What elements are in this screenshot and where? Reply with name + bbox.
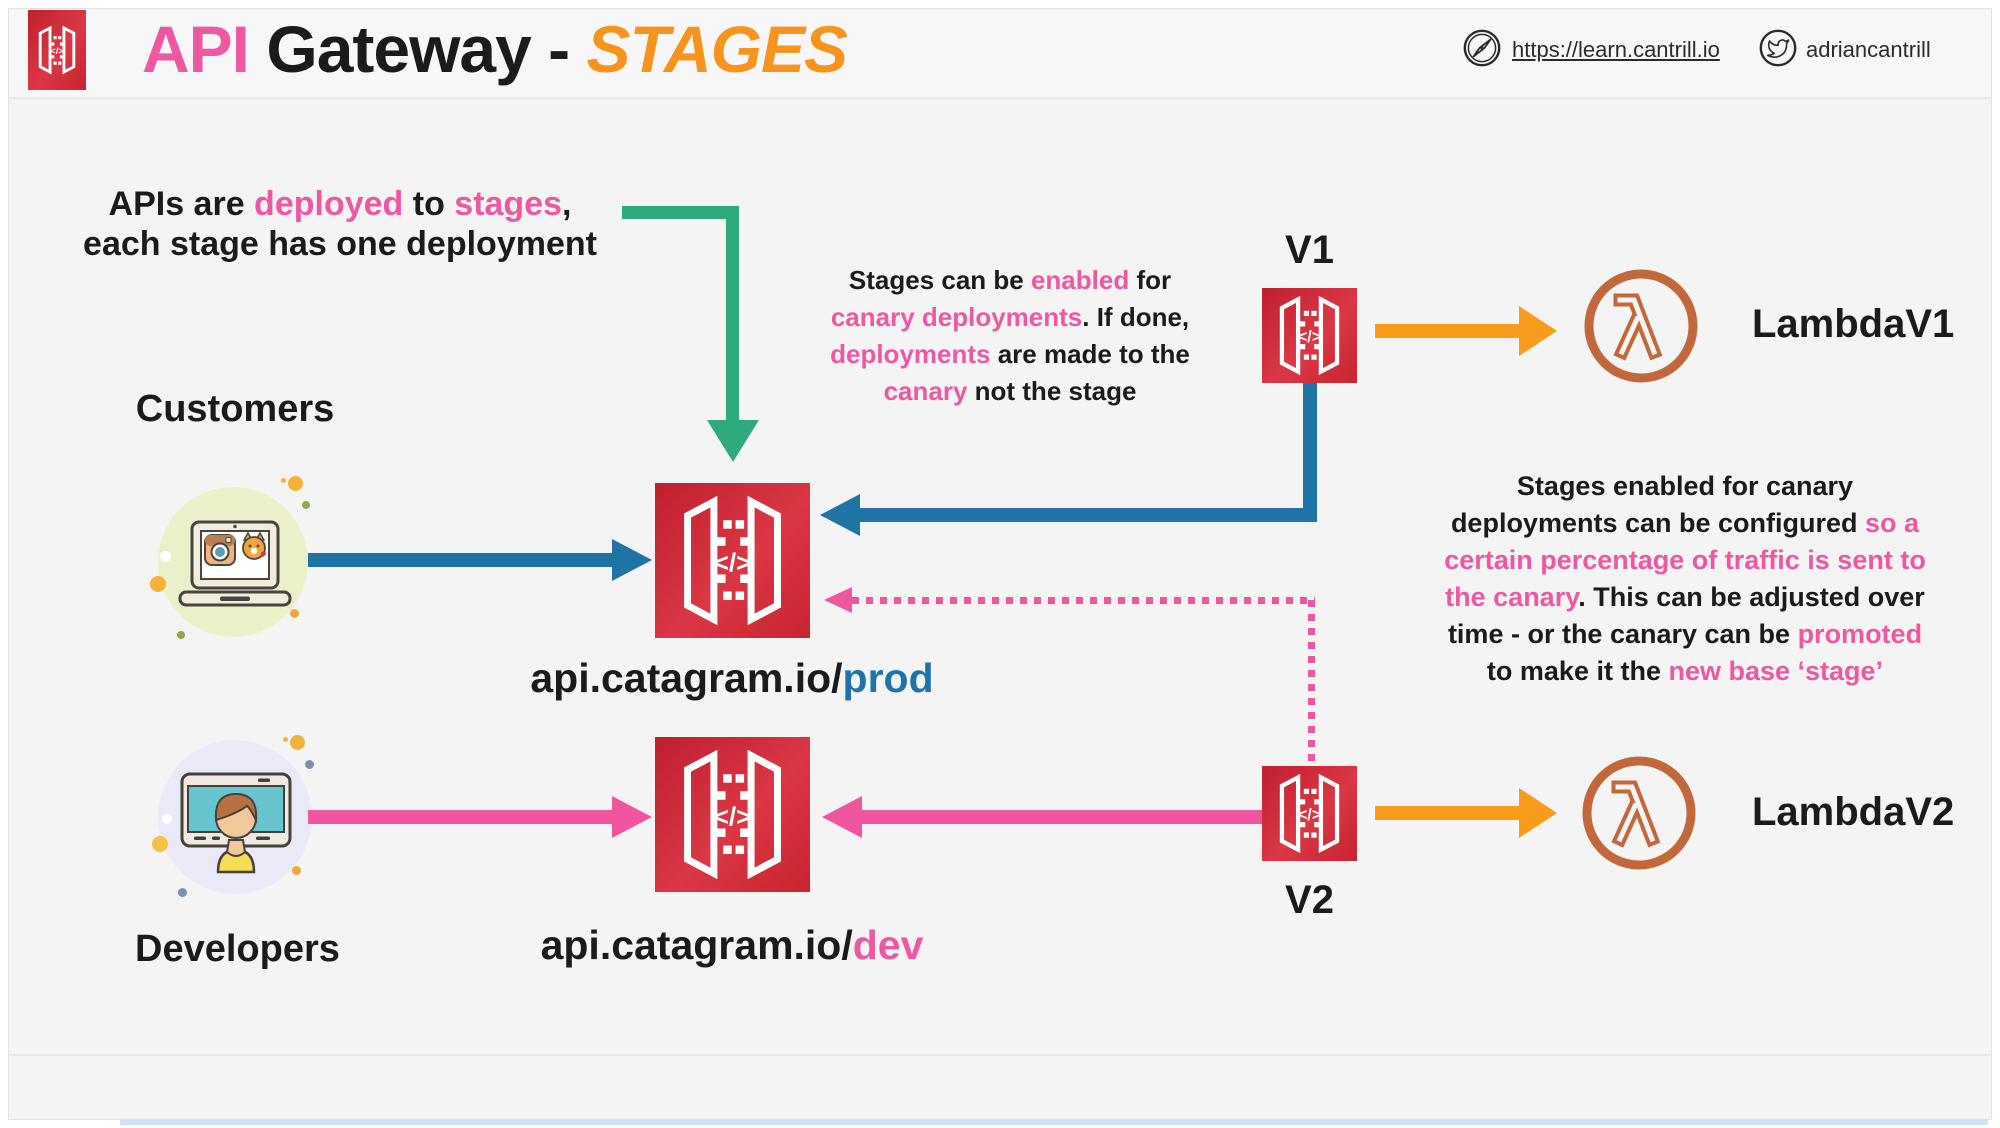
twitter-icon: [1758, 28, 1798, 68]
v1-lambda-arrow-line: [1375, 324, 1521, 338]
bottom-divider: [9, 1054, 1991, 1056]
deploy-arrow-horizontal: [622, 206, 739, 219]
decorative-dot: [292, 866, 301, 875]
site-link[interactable]: https://learn.cantrill.io: [1512, 37, 1720, 62]
dev-endpoint-label: api.catagram.io/dev: [482, 922, 982, 969]
prod-host: api.catagram.io/: [530, 655, 843, 701]
dev-stage-gateway-icon: </>: [655, 737, 810, 892]
lambda-v1-icon: [1580, 265, 1702, 387]
decorative-dot: [283, 737, 288, 742]
canary-dotted-horizontal: [852, 597, 1315, 604]
title-topic: STAGES: [586, 12, 848, 86]
page-title: API Gateway - STAGES: [142, 8, 848, 90]
decorative-dot: [305, 760, 314, 769]
deploy-arrow-vertical: [726, 206, 739, 422]
v1-arrow-horizontal: [856, 508, 1317, 522]
decorative-dot: [302, 501, 310, 509]
decorative-dot: [290, 609, 299, 618]
v2-arrow-line: [858, 810, 1262, 824]
title-product: API: [142, 12, 250, 86]
v1-arrow-vertical: [1303, 383, 1317, 522]
svg-text:</>: </>: [1298, 328, 1321, 346]
developers-label: Developers: [135, 928, 340, 970]
v2-gateway-icon: </>: [1262, 766, 1357, 861]
decorative-dot: [290, 735, 305, 750]
v1-lambda-arrowhead-right: [1519, 306, 1557, 356]
decorative-dot: [160, 551, 171, 562]
dev-host: api.catagram.io/: [540, 922, 853, 968]
decorative-dot: [178, 888, 187, 897]
customers-arrow-line: [308, 553, 614, 567]
canary-dotted-arrowhead-left: [824, 587, 852, 613]
decorative-dot: [152, 836, 168, 852]
svg-text:</>: </>: [1298, 806, 1321, 824]
svg-text:</>: </>: [50, 46, 64, 56]
prod-endpoint-label: api.catagram.io/prod: [482, 655, 982, 702]
lambda-v1-label: LambdaV1: [1752, 302, 1955, 346]
canary-dotted-vertical: [1308, 600, 1315, 764]
api-gateway-icon: </>: [28, 10, 86, 90]
deployment-note: APIs are deployed to stages,each stage h…: [83, 185, 597, 263]
progress-bar[interactable]: [120, 1119, 1988, 1125]
customers-label: Customers: [135, 388, 335, 430]
svg-text:</>: </>: [713, 801, 751, 831]
prod-stage: prod: [842, 655, 934, 701]
decorative-dot: [281, 478, 286, 483]
prod-stage-gateway-icon: </>: [655, 483, 810, 638]
v1-label: V1: [1285, 228, 1334, 272]
deploy-arrowhead-down: [707, 420, 759, 462]
lambda-v2-label: LambdaV2: [1752, 790, 1955, 834]
dev-stage: dev: [852, 922, 924, 968]
v1-gateway-icon: </>: [1262, 288, 1357, 383]
developers-arrow-line: [308, 810, 614, 824]
customers-arrowhead-right: [612, 539, 652, 581]
header-bar: [9, 9, 1991, 99]
v2-arrowhead-left: [822, 796, 862, 838]
svg-text:</>: </>: [713, 547, 751, 577]
v2-lambda-arrowhead-right: [1519, 788, 1557, 838]
decorative-dot: [288, 476, 303, 491]
v2-lambda-arrow-line: [1375, 806, 1521, 820]
developers-arrowhead-right: [612, 796, 652, 838]
decorative-dot: [150, 576, 166, 592]
lambda-v2-icon: [1578, 752, 1700, 874]
v1-arrowhead-left: [820, 494, 860, 536]
compass-icon: [1462, 28, 1502, 68]
title-rest: Gateway -: [249, 12, 587, 86]
decorative-dot: [162, 814, 172, 824]
decorative-dot: [177, 631, 185, 639]
laptop-cat-icon: [178, 520, 292, 610]
twitter-handle: adriancantrill: [1806, 37, 1931, 62]
v2-label: V2: [1285, 878, 1334, 922]
developer-monitor-icon: [180, 772, 292, 876]
